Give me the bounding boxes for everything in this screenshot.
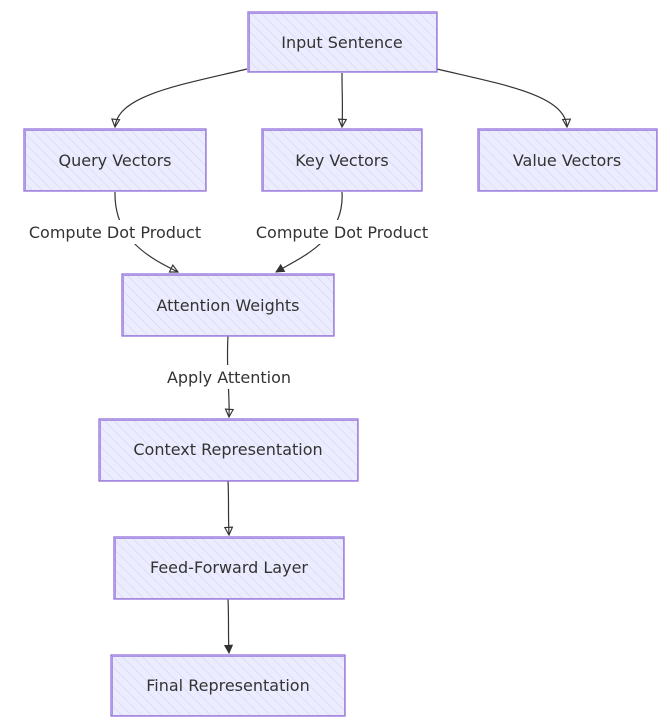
node-label: Context Representation [133, 440, 322, 459]
node-query-vectors[interactable]: Query Vectors [23, 128, 207, 192]
edge-label-key-dot-product: Compute Dot Product [256, 223, 428, 242]
edge-query-to-attention [114, 191, 178, 272]
node-context-representation[interactable]: Context Representation [98, 418, 359, 482]
edge-label-apply-attention: Apply Attention [167, 368, 291, 387]
edge-label-bg-apply [163, 365, 295, 389]
edge-key-to-attention [276, 191, 343, 272]
node-label: Final Representation [146, 676, 309, 695]
node-label: Feed-Forward Layer [150, 558, 308, 577]
edge-input-to-query [115, 68, 248, 127]
edge-label-bg-key [253, 220, 431, 244]
node-label: Attention Weights [156, 296, 299, 315]
node-label: Query Vectors [58, 151, 171, 170]
edge-label-query-dot-product: Compute Dot Product [29, 223, 201, 242]
node-final-representation[interactable]: Final Representation [110, 654, 346, 717]
edge-feedforward-to-final [228, 598, 229, 653]
node-key-vectors[interactable]: Key Vectors [261, 128, 423, 192]
node-attention-weights[interactable]: Attention Weights [121, 273, 335, 337]
edge-labels: Compute Dot Product Compute Dot Product … [26, 220, 431, 389]
node-label: Value Vectors [513, 151, 621, 170]
edge-context-to-feedforward [228, 480, 229, 535]
node-label: Input Sentence [281, 33, 403, 52]
edge-input-to-value [436, 68, 567, 127]
node-label: Key Vectors [295, 151, 388, 170]
node-input-sentence[interactable]: Input Sentence [247, 11, 438, 73]
node-value-vectors[interactable]: Value Vectors [477, 128, 658, 192]
edge-label-bg-query [26, 220, 204, 244]
node-feed-forward-layer[interactable]: Feed-Forward Layer [113, 536, 345, 600]
